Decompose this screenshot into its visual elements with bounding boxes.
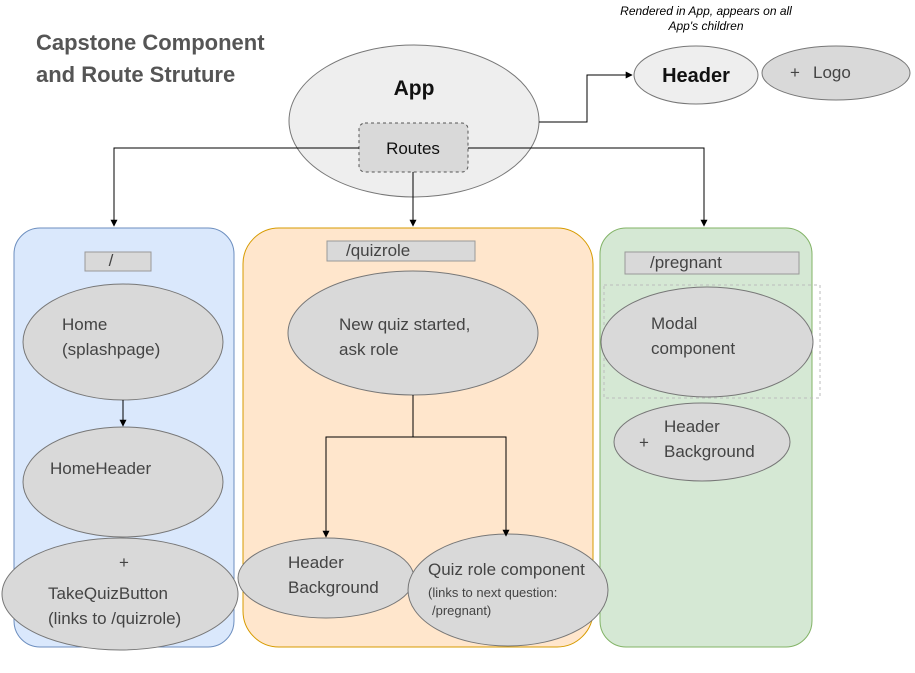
note-line2: App's children — [668, 19, 744, 33]
home-route-label-box — [84, 251, 152, 272]
app-node — [288, 44, 540, 198]
new-quiz-line2: ask role — [339, 340, 399, 359]
quiz-role-component-line2: (links to next question: — [428, 585, 557, 600]
header-label: Header — [662, 65, 730, 87]
takequizbutton-node — [1, 537, 239, 651]
quiz-header-background-line1: Header — [288, 553, 344, 572]
home-node-line1: Home — [62, 315, 107, 334]
connector-app-to-header — [539, 71, 633, 123]
pregnant-header-background-line2: Background — [664, 442, 755, 461]
diagram-title-line2: and Route Struture — [36, 62, 235, 87]
routes-label: Routes — [386, 139, 440, 158]
takequizbutton-line2: (links to /quizrole) — [48, 609, 181, 628]
modal-component-line1: Modal — [651, 314, 697, 333]
note-line1: Rendered in App, appears on all — [620, 4, 792, 18]
connector-newquiz-to-quiz-role — [413, 436, 510, 537]
home-route-label: / — [109, 251, 114, 270]
quiz-role-component-line3: /pregnant) — [432, 603, 491, 618]
homeheader-node — [22, 426, 224, 538]
connector-newquiz-split — [325, 395, 414, 536]
quiz-header-background-line2: Background — [288, 578, 379, 597]
diagram-title-line1: Capstone Component — [36, 30, 265, 55]
takequizbutton-line1: TakeQuizButton — [48, 584, 168, 603]
quizrole-route-label-box — [326, 240, 476, 262]
pregnant-route-label-box — [624, 251, 800, 275]
modal-component-node — [600, 286, 814, 398]
header-node — [633, 45, 759, 105]
modal-component-line2: component — [651, 339, 735, 358]
home-node-line2: (splashpage) — [62, 340, 160, 359]
connector-routes-to-home — [110, 147, 359, 227]
takequizbutton-plus: + — [119, 553, 129, 572]
pregnant-route-label: /pregnant — [650, 253, 722, 272]
pregnant-header-background-line1: Header — [664, 417, 720, 436]
logo-node — [761, 45, 911, 101]
connector-routes-to-pregnant — [468, 147, 708, 227]
homeheader-node-line1: HomeHeader — [50, 459, 151, 478]
pregnant-header-background-plus: + — [639, 433, 649, 452]
quizrole-route-label: /quizrole — [346, 241, 410, 260]
new-quiz-line1: New quiz started, — [339, 315, 470, 334]
logo-plus: + — [790, 63, 800, 82]
app-label: App — [394, 77, 435, 100]
logo-label: Logo — [813, 63, 851, 82]
pregnant-header-background-node — [613, 402, 791, 482]
quiz-role-component-line1: Quiz role component — [428, 560, 585, 579]
